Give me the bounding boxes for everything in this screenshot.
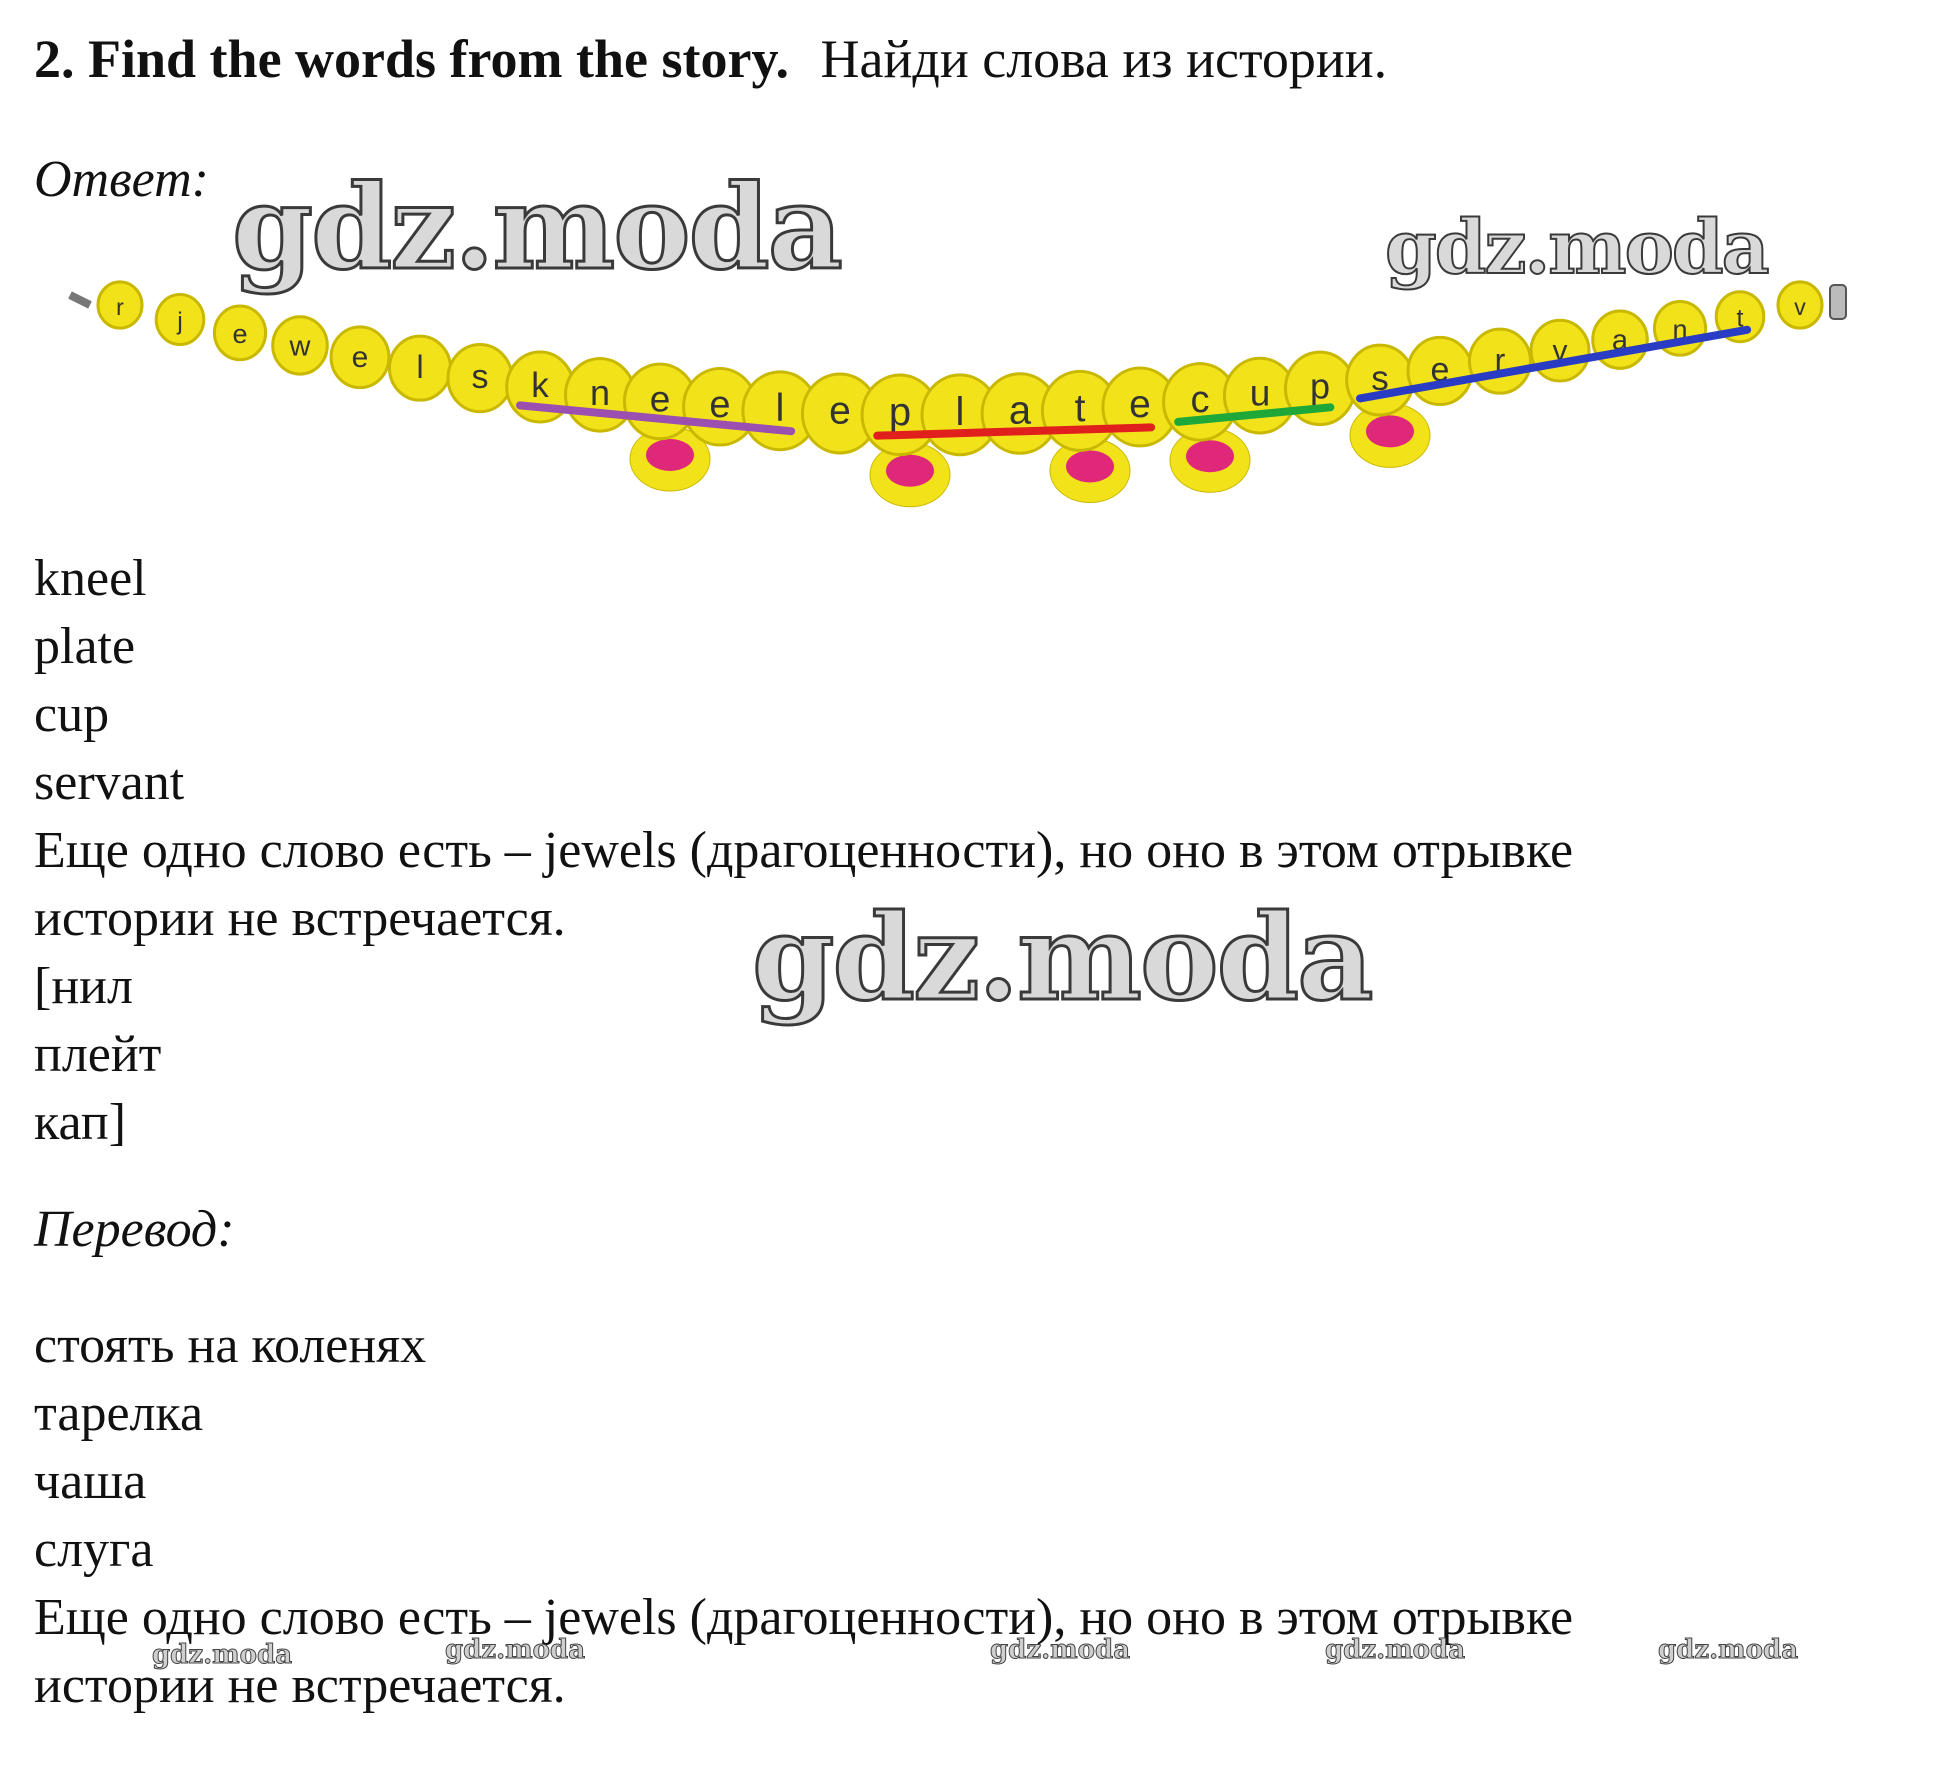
translation-line: истории не встречается. — [34, 1657, 566, 1714]
translation-line: стоять на коленях — [34, 1317, 427, 1374]
pendant-gem — [886, 454, 934, 487]
answer-line: cup — [34, 686, 110, 743]
bead-letter: a — [1009, 388, 1032, 432]
answer-label: Ответ: — [34, 151, 209, 208]
watermark-logo: gdz.moda — [1657, 1635, 1799, 1666]
highlight-plate — [873, 423, 1156, 440]
bead-letter: r — [1495, 342, 1506, 378]
letter-bead — [154, 293, 206, 347]
bead-letter: l — [776, 387, 785, 430]
pendant-gem — [1066, 450, 1114, 483]
bead-letter: e — [232, 319, 247, 349]
translation-line: Еще одно слово есть – jewels (драгоценно… — [34, 1589, 1574, 1646]
clasp-left — [68, 291, 92, 309]
highlight-kneel — [516, 401, 796, 436]
answer-line: kneel — [34, 550, 147, 607]
answer-line: plate — [34, 618, 136, 675]
watermark-logo: gdz.moda — [1324, 1635, 1466, 1666]
exercise-title: 2. Find the words from the story. Найди … — [34, 28, 1387, 90]
watermark-logo: gdz.moda — [1384, 204, 1771, 292]
exercise-number: 2. — [34, 29, 75, 89]
watermark-logo: gdz.moda — [231, 159, 845, 298]
bead-letter: j — [176, 308, 183, 336]
bead-letter: s — [1371, 359, 1389, 398]
translation-line: тарелка — [34, 1385, 204, 1442]
answer-lines: kneel plate cup servant Еще одно слово е… — [34, 545, 1573, 1157]
answer-line: servant — [34, 754, 185, 811]
bead-letter: c — [1191, 379, 1210, 421]
answer-line: [нил — [34, 958, 133, 1015]
watermark-logo: gdz.moda — [751, 887, 1376, 1029]
highlight-cup — [1174, 403, 1335, 426]
letter-bead — [212, 304, 268, 362]
bead-letter: l — [956, 390, 965, 434]
word-highlights — [516, 325, 1752, 440]
bead-letter: r — [116, 294, 124, 320]
answer-line: кап] — [34, 1094, 127, 1151]
bead-letter: p — [889, 390, 911, 434]
bead-letter: n — [590, 372, 610, 413]
bead-letter: e — [1129, 383, 1151, 426]
bead-letter: p — [1310, 365, 1330, 406]
letter-bead — [96, 280, 144, 330]
bead-letter: t — [1737, 305, 1744, 333]
bead-letter: l — [416, 349, 423, 385]
pendant-gem — [1366, 415, 1414, 448]
bead-letter: n — [1672, 314, 1687, 344]
exercise-title-ru: Найди слова из истории. — [820, 29, 1388, 89]
watermark-logo: gdz.moda — [151, 1640, 293, 1671]
answer-line: Еще одно слово есть – jewels (драгоценно… — [34, 822, 1574, 879]
bead-letter: t — [1075, 387, 1086, 430]
clasp-right — [1829, 284, 1847, 320]
bead-letter: u — [1250, 373, 1271, 414]
bead-letter: v — [1794, 294, 1806, 320]
answer-line: истории не встречается. — [34, 890, 566, 947]
answer-line: плейт — [34, 1026, 162, 1083]
translation-label: Перевод: — [34, 1201, 235, 1258]
letter-bead — [271, 315, 329, 376]
bead-letter: e — [650, 378, 671, 419]
bead-letter: e — [709, 384, 730, 426]
bead-letter: w — [289, 330, 312, 362]
watermark-logo: gdz.moda — [444, 1635, 586, 1666]
translation-line: чаша — [34, 1453, 147, 1510]
bead-letter: e — [829, 389, 851, 432]
bead-letter: e — [352, 341, 369, 374]
pendant-gem — [646, 438, 694, 471]
exercise-title-en: Find the words from the story. — [88, 29, 789, 89]
highlight-servant — [1356, 325, 1752, 403]
letter-bead — [1776, 280, 1824, 330]
bead-letter: k — [531, 366, 549, 405]
translation-line: слуга — [34, 1521, 154, 1578]
pendant-beads — [629, 402, 1431, 508]
watermark-logo: gdz.moda — [989, 1635, 1131, 1666]
bead-letter: s — [472, 358, 489, 396]
translation-lines: стоять на коленях тарелка чаша слуга Еще… — [34, 1312, 1573, 1720]
pendant-gem — [1186, 440, 1234, 473]
letter-bead — [329, 325, 391, 390]
